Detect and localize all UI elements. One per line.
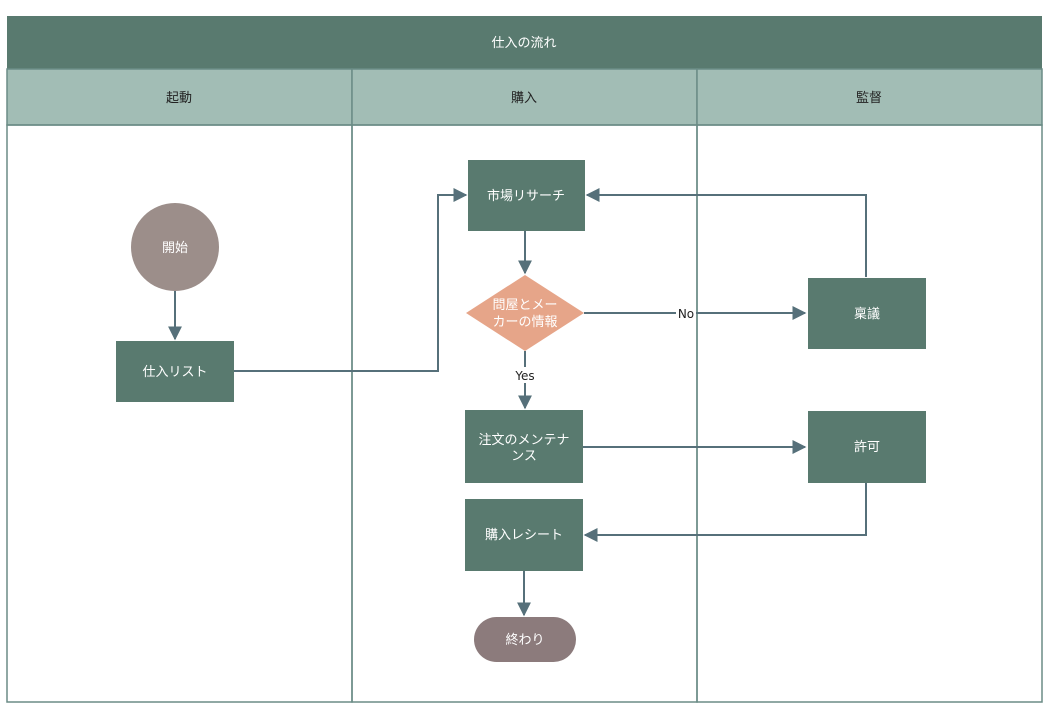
lane-label-purchase: 購入 <box>511 91 537 106</box>
decision-node <box>466 275 584 351</box>
edge-proposal-to-research <box>585 188 867 277</box>
edge-list-to-research <box>234 188 468 372</box>
start-node <box>131 203 219 291</box>
maintenance-node <box>465 410 583 483</box>
diagram-title: 仕入の流れ <box>491 36 556 51</box>
end-node <box>474 617 576 662</box>
lane-label-supervision: 監督 <box>856 90 882 106</box>
research-node-label: 市場リサーチ <box>487 188 565 204</box>
maintenance-node-label-line2: ンス <box>511 449 537 464</box>
decision-node-label-line1: 問屋とメー <box>492 298 557 313</box>
edge-label-no-bg <box>676 305 696 321</box>
lane-header-start <box>6 68 353 126</box>
start-node-label: 開始 <box>162 241 188 256</box>
lane-header-purchase <box>351 68 698 126</box>
list-node-label: 仕入リスト <box>142 365 207 380</box>
research-node <box>468 160 585 231</box>
lane-header-supervision <box>696 68 1043 126</box>
receipt-node-label: 購入レシート <box>485 528 563 543</box>
list-node <box>116 341 234 402</box>
proposal-node <box>808 278 926 349</box>
maintenance-node-label-line1: 注文のメンテナ <box>478 433 569 448</box>
edge-approval-to-receipt <box>583 483 867 542</box>
edge-label-no: No <box>678 307 694 321</box>
approval-node-label: 許可 <box>854 440 880 455</box>
decision-node-label-line2: カーの情報 <box>492 315 557 330</box>
end-node-label: 終わり <box>505 632 544 648</box>
edge-label-yes-bg <box>511 367 539 383</box>
edge-label-yes: Yes <box>514 369 534 383</box>
receipt-node <box>465 499 583 571</box>
lane-label-start: 起動 <box>166 91 192 106</box>
approval-node <box>808 411 926 483</box>
lane-body-supervision <box>696 124 1043 703</box>
title-bar <box>7 16 1042 69</box>
proposal-node-label: 稟議 <box>854 306 880 322</box>
